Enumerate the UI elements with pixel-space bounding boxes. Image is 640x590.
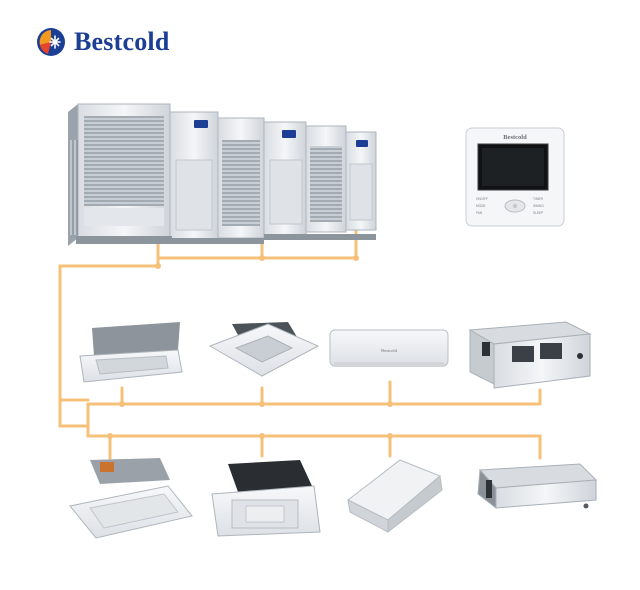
controller-button-label: FAN: [476, 211, 483, 215]
indoor-unit-4-way-cassette: [211, 460, 321, 537]
wall-split-logo: Bestcold: [381, 348, 397, 353]
lower-branch-pipe: [86, 402, 542, 460]
controller-button-labels: ON/OFF MODE FAN TIMER SWING SLEEP: [476, 197, 544, 215]
controller-button-label: SWING: [533, 204, 544, 208]
brand-logo: Bestcold: [36, 24, 169, 60]
indoor-unit-ceiling-cassette: [79, 322, 183, 383]
indoor-unit-compact-cassette: [208, 322, 320, 377]
controller-button-label: MODE: [476, 204, 486, 208]
outdoor-vrf-unit: [68, 103, 377, 246]
controller-button-label: ON/OFF: [476, 197, 488, 201]
bestcold-logo-icon: [37, 28, 65, 56]
outdoor-header-pipe: [58, 228, 358, 402]
indoor-unit-slim-ducted: [477, 463, 598, 510]
indoor-unit-one-way-cassette: [69, 458, 193, 539]
indoor-unit-wall-split: Bestcold: [329, 329, 449, 367]
refrigerant-piping: [58, 228, 542, 460]
indoor-unit-ceiling-floor: [347, 459, 443, 534]
pipe-joints: [107, 255, 393, 439]
brand-name: Bestcold: [74, 27, 170, 56]
wired-controller: Bestcold ON/OFF MODE FAN TIMER SWING SLE…: [465, 127, 565, 227]
indoor-unit-ducted: [468, 321, 592, 389]
middle-branch-pipe: [58, 380, 542, 406]
return-pipe: [58, 398, 90, 428]
controller-button-label: SLEEP: [533, 211, 543, 215]
controller-button-label: TIMER: [533, 197, 544, 201]
controller-logo: Bestcold: [503, 134, 527, 141]
